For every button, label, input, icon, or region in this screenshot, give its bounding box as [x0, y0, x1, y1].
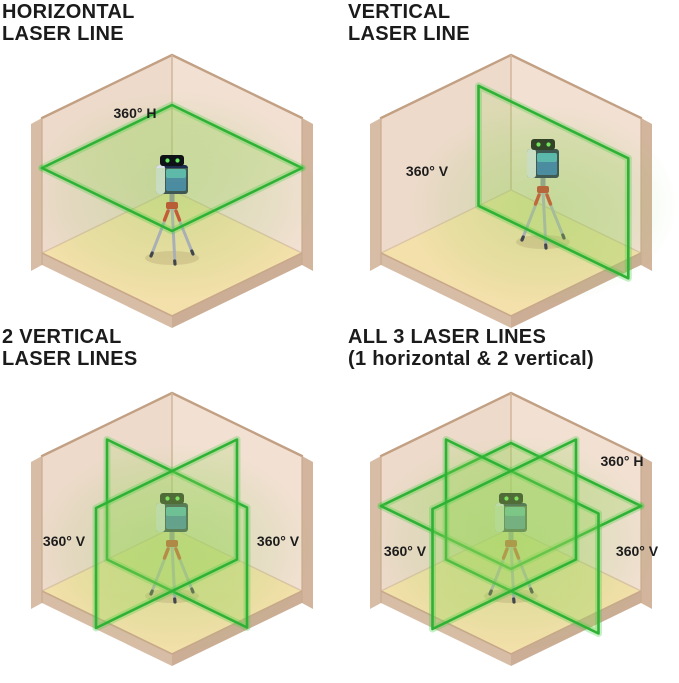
quadrant-title-horizontal: HORIZONTAL LASER LINE	[2, 1, 135, 45]
title-line-2: LASER LINE	[2, 23, 124, 45]
room-diagram-two-vertical: 360° V 360° V	[29, 391, 315, 668]
laser-plane-vertical-left	[92, 436, 241, 632]
title-line-2: LASER LINES	[2, 348, 138, 370]
laser-angle-label-v-left: 360° V	[43, 533, 86, 549]
laser-plane-horizontal-back	[38, 101, 306, 172]
laser-angle-label-v: 360° V	[406, 163, 449, 179]
laser-plane-vertical-left	[429, 436, 580, 633]
title-line-1: ALL 3 LASER LINES	[348, 326, 547, 348]
laser-angle-label-v-right: 360° V	[616, 543, 659, 559]
title-line-1: 2 VERTICAL	[2, 326, 122, 348]
quadrant-title-all-three: ALL 3 LASER LINES (1 horizontal & 2 vert…	[348, 326, 594, 370]
quadrant-title-two-vertical: 2 VERTICAL LASER LINES	[2, 326, 138, 370]
title-line-2: (1 horizontal & 2 vertical)	[348, 348, 594, 370]
laser-angle-label-h: 360° H	[601, 453, 644, 469]
laser-angle-label-v-left: 360° V	[384, 543, 427, 559]
quadrant-title-vertical: VERTICAL LASER LINE	[348, 1, 470, 45]
title-line-1: VERTICAL	[348, 1, 451, 23]
room-diagram-horizontal: 360° H	[27, 53, 317, 330]
room-diagram-all-three: 360° H 360° V 360° V	[366, 391, 659, 668]
room-diagram-vertical: 360° V	[368, 53, 678, 330]
title-line-1: HORIZONTAL	[2, 1, 135, 23]
title-line-2: LASER LINE	[348, 23, 470, 45]
laser-angle-label-h: 360° H	[114, 105, 157, 121]
laser-plane-horizontal-front	[38, 164, 306, 235]
laser-plane-vertical	[475, 82, 632, 282]
laser-angle-label-v-right: 360° V	[257, 533, 300, 549]
